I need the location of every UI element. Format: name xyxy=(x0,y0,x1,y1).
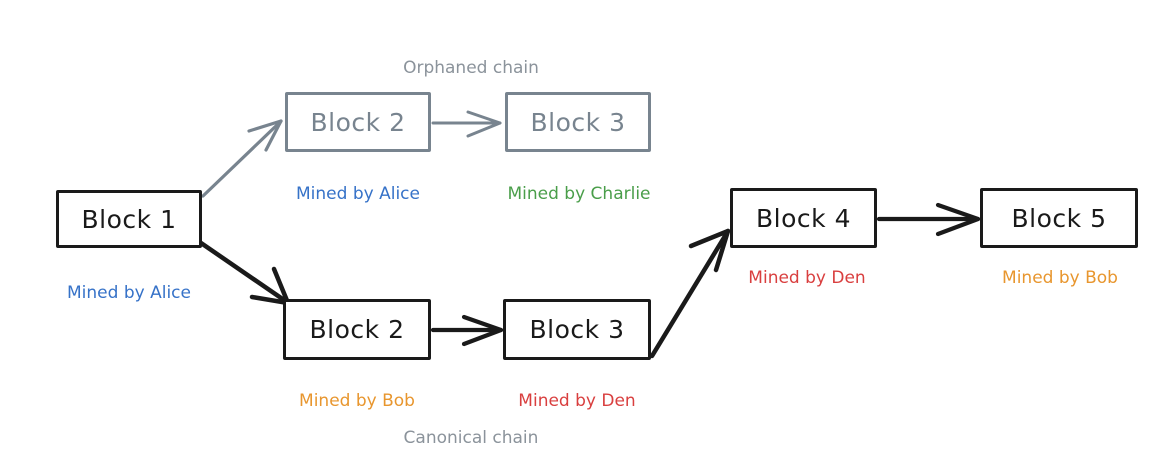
miner-label-canonical-block-3-text: Mined by Den xyxy=(518,391,636,411)
block-5-label: Block 5 xyxy=(1011,203,1107,233)
arrow-canonical-block2-to-canonical-block3 xyxy=(430,314,504,347)
miner-label-block-4-text: Mined by Den xyxy=(748,268,866,288)
canonical-block-2[interactable]: Block 2 xyxy=(283,299,431,360)
miner-label-block-1-text: Mined by Alice xyxy=(67,283,191,303)
orphan-block-2[interactable]: Block 2 xyxy=(285,92,431,152)
miner-label-orphan-block-3-text: Mined by Charlie xyxy=(507,184,651,204)
canonical-block-3-label: Block 3 xyxy=(529,315,625,344)
arrow-canonical-block3-to-block4 xyxy=(649,228,731,359)
block-1[interactable]: Block 1 xyxy=(56,190,202,248)
orphan-block-2-label: Block 2 xyxy=(310,107,406,137)
miner-label-canonical-block-2: Mined by Bob xyxy=(272,391,442,411)
block-4[interactable]: Block 4 xyxy=(730,188,877,248)
arrow-orphan-block2-to-orphan-block3 xyxy=(431,110,502,138)
block-5[interactable]: Block 5 xyxy=(980,188,1138,248)
block-1-label: Block 1 xyxy=(81,204,177,234)
miner-label-block-5: Mined by Bob xyxy=(975,268,1145,288)
miner-label-canonical-block-3: Mined by Den xyxy=(492,391,662,411)
miner-label-block-1: Mined by Alice xyxy=(39,283,219,303)
miner-label-orphan-block-2-text: Mined by Alice xyxy=(296,184,420,204)
canonical-block-2-label: Block 2 xyxy=(309,315,405,344)
orphan-block-3[interactable]: Block 3 xyxy=(505,92,651,152)
miner-label-orphan-block-3: Mined by Charlie xyxy=(484,184,674,204)
canonical-block-3[interactable]: Block 3 xyxy=(503,299,651,360)
block-4-label: Block 4 xyxy=(756,203,851,233)
canonical-chain-label: Canonical chain xyxy=(376,428,566,448)
orphaned-chain-label-text: Orphaned chain xyxy=(403,58,539,78)
miner-label-orphan-block-2: Mined by Alice xyxy=(268,184,448,204)
arrow-block4-to-block5 xyxy=(876,202,981,237)
miner-label-block-4: Mined by Den xyxy=(722,268,892,288)
canonical-chain-label-text: Canonical chain xyxy=(403,428,539,448)
orphan-block-3-label: Block 3 xyxy=(530,107,626,137)
orphaned-chain-label: Orphaned chain xyxy=(376,58,566,78)
miner-label-canonical-block-2-text: Mined by Bob xyxy=(299,391,415,411)
miner-label-block-5-text: Mined by Bob xyxy=(1002,268,1118,288)
